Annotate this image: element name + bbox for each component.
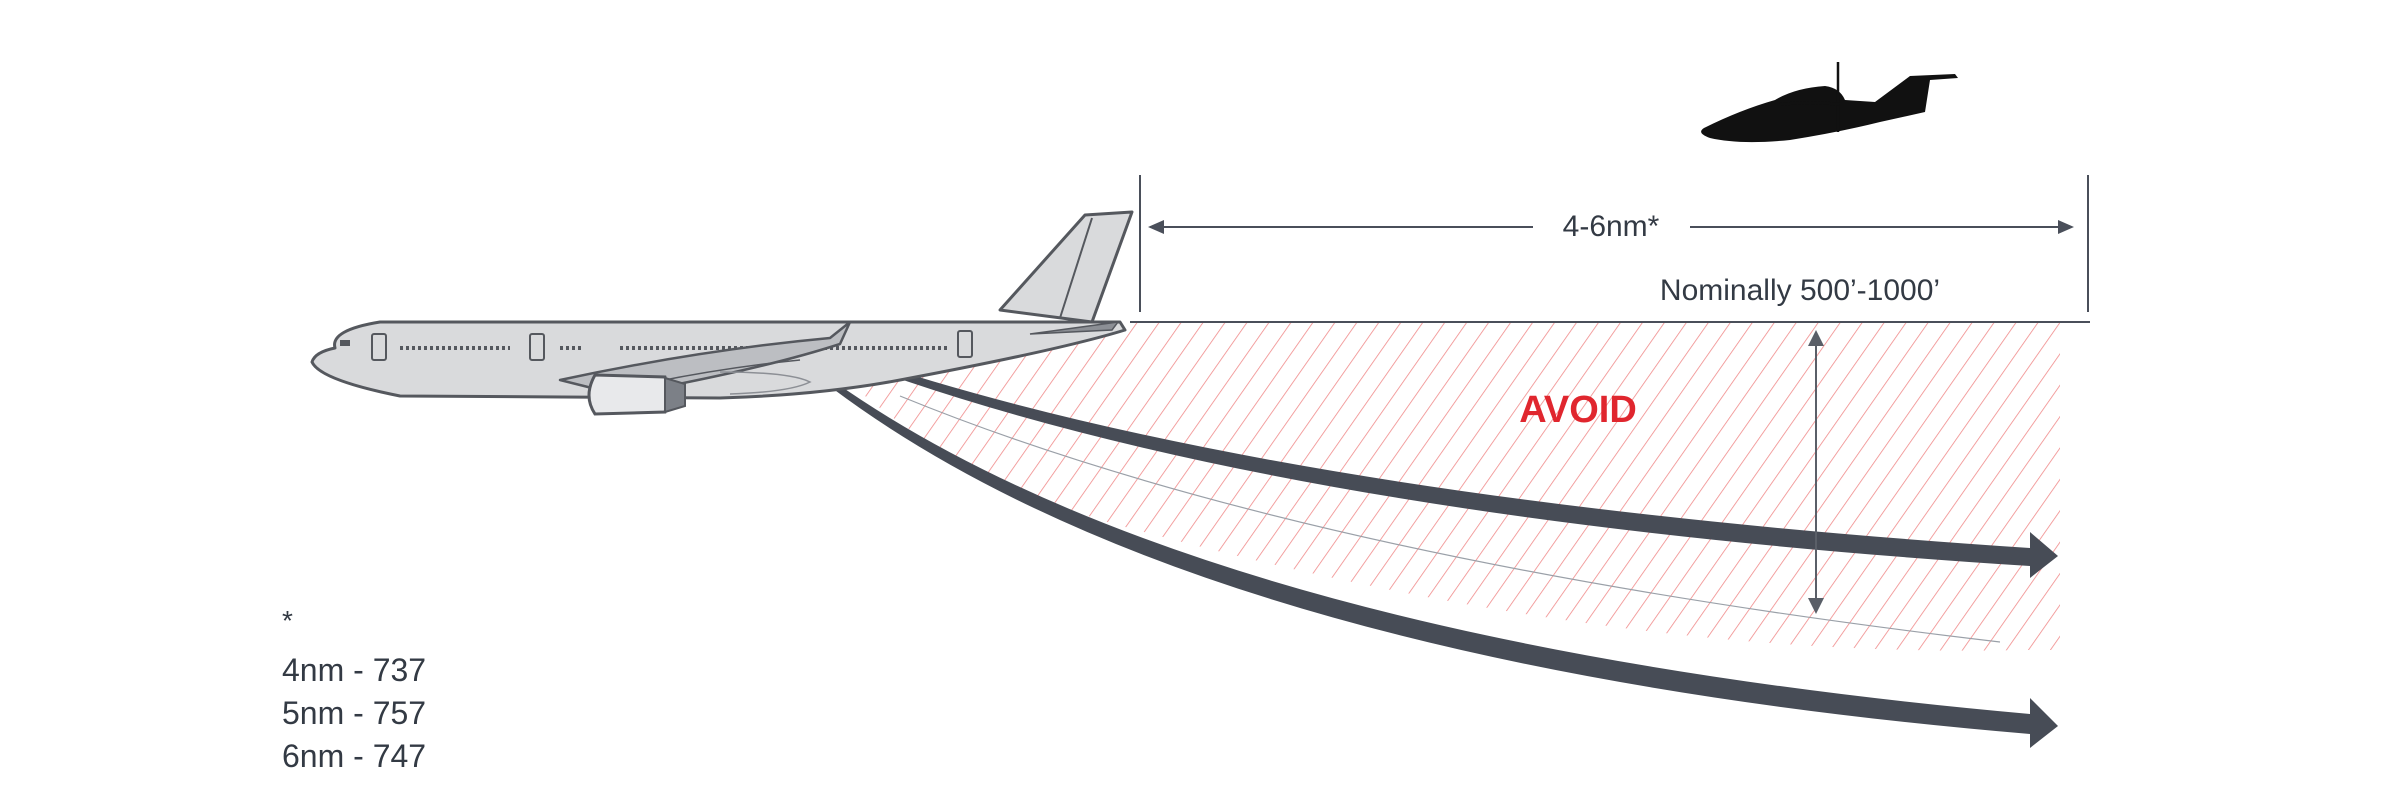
- altitude-label: Nominally 500’-1000’: [1660, 274, 1940, 307]
- lower-vortex-arrow: [832, 380, 2058, 748]
- footnote-marker: *: [282, 605, 293, 636]
- footnote: * 4nm - 737 5nm - 757 6nm - 747: [282, 605, 426, 774]
- footnote-line-757: 5nm - 757: [282, 695, 426, 731]
- wake-vortex-arrows: [832, 365, 2058, 748]
- footnote-line-747: 6nm - 747: [282, 738, 426, 774]
- upper-vortex-arrow: [880, 365, 2058, 578]
- altitude-dimension: [1130, 321, 2090, 614]
- avoid-label: AVOID: [1519, 389, 1637, 431]
- footnote-line-737: 4nm - 737: [282, 652, 426, 688]
- distance-dimension: [1139, 175, 2089, 312]
- large-airliner-icon: [310, 210, 1134, 416]
- avoid-zone: [858, 321, 2060, 651]
- distance-label: 4-6nm*: [1563, 210, 1660, 243]
- small-seaplane-icon: [1701, 62, 1958, 143]
